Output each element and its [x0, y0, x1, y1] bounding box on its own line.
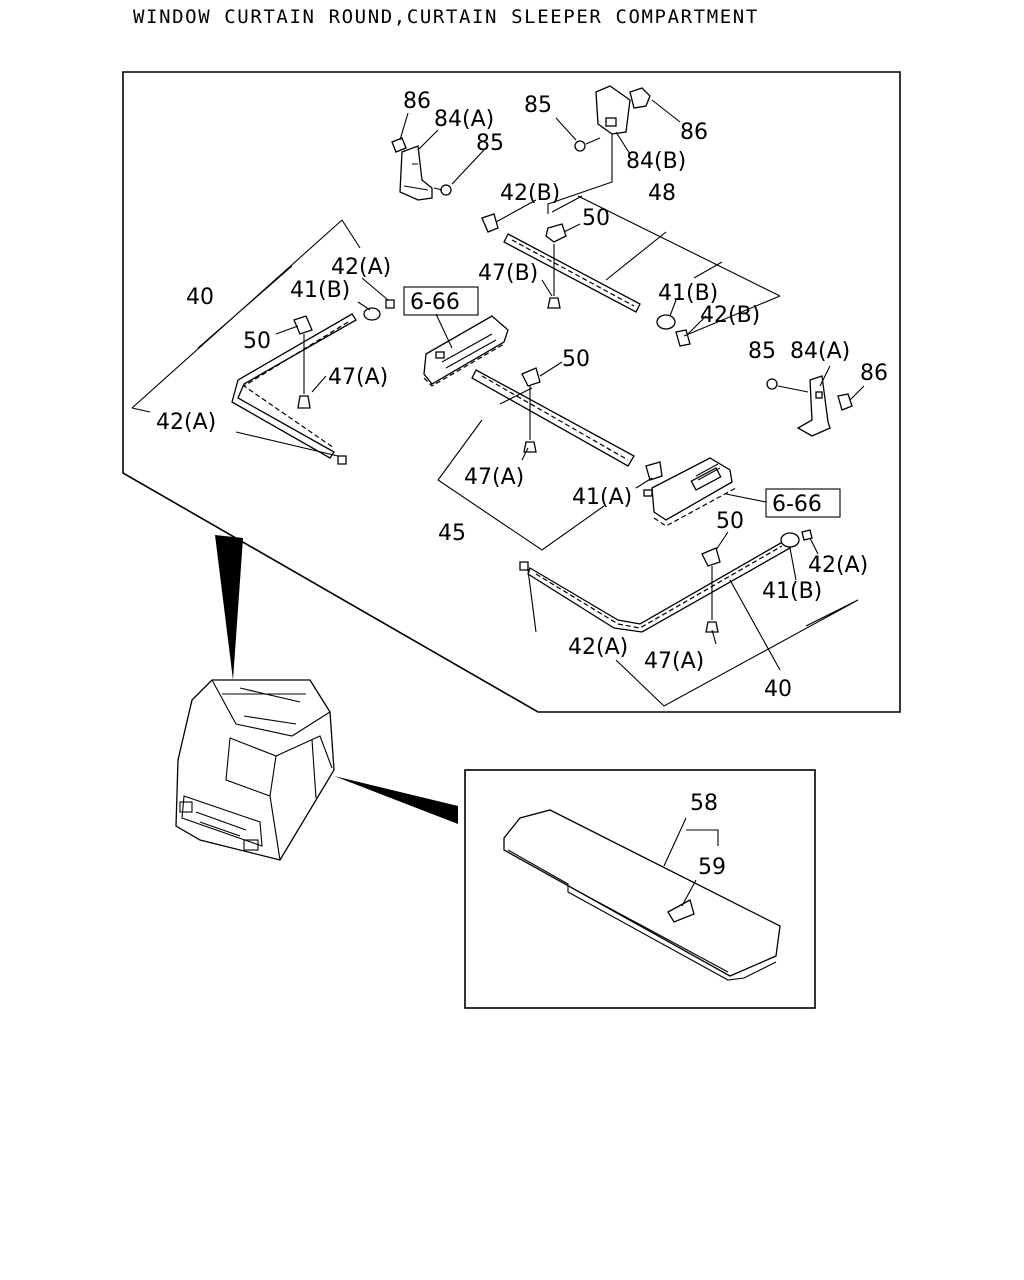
ref-box-6-66-right[interactable]: 6-66	[765, 488, 841, 518]
callout-50: 50	[562, 347, 590, 372]
callout-42b: 42(B)	[500, 181, 560, 206]
rail-48	[481, 213, 691, 347]
rail-40-left	[231, 299, 395, 465]
callout-42b: 42(B)	[700, 303, 760, 328]
callout-47a: 47(A)	[644, 649, 704, 674]
callout-86: 86	[680, 120, 708, 145]
ref-box-6-66-left[interactable]: 6-66	[403, 286, 479, 316]
callout-50: 50	[716, 509, 744, 534]
callout-40: 40	[764, 677, 792, 702]
curtain-panel-frame	[464, 769, 816, 1009]
bracket-84a-left	[391, 137, 452, 201]
ref-label: 6-66	[410, 290, 460, 315]
callout-41b: 41(B)	[658, 281, 718, 306]
callout-40: 40	[186, 285, 214, 310]
callout-85: 85	[476, 131, 504, 156]
callout-59: 59	[698, 855, 726, 880]
rail-45	[471, 367, 663, 481]
curtain-panel-58	[503, 809, 781, 981]
callout-labels: 86 84(A) 85 85 86 84(B) 42(B) 48 50 42(A…	[156, 89, 888, 880]
callout-42a: 42(A)	[331, 255, 391, 280]
callout-85: 85	[748, 339, 776, 364]
callout-47a: 47(A)	[328, 365, 388, 390]
bracket-84a-right	[766, 375, 853, 437]
bracket-84b	[574, 85, 651, 152]
ref-label: 6-66	[772, 492, 822, 517]
callout-84b: 84(B)	[626, 149, 686, 174]
callout-41b: 41(B)	[290, 278, 350, 303]
callout-86: 86	[860, 361, 888, 386]
ref-panel-left	[423, 315, 509, 387]
callout-41a: 41(A)	[572, 485, 632, 510]
callout-47b: 47(B)	[478, 261, 538, 286]
truck-cab-overview	[175, 679, 335, 861]
callout-42a: 42(A)	[156, 410, 216, 435]
callout-47a: 47(A)	[464, 465, 524, 490]
callout-42a: 42(A)	[568, 635, 628, 660]
ref-panel-right	[643, 457, 737, 527]
callout-48: 48	[648, 181, 676, 206]
callout-45: 45	[438, 521, 466, 546]
callout-50: 50	[243, 329, 271, 354]
callout-85: 85	[524, 93, 552, 118]
callout-58: 58	[690, 791, 718, 816]
callout-86: 86	[403, 89, 431, 114]
main-diagram-frame	[122, 71, 901, 713]
callout-84a: 84(A)	[790, 339, 850, 364]
diagram-title: WINDOW CURTAIN ROUND,CURTAIN SLEEPER COM…	[133, 6, 759, 28]
callout-50: 50	[582, 206, 610, 231]
callout-42a: 42(A)	[808, 553, 868, 578]
pointer-wedge-1	[215, 535, 243, 680]
pointer-wedge-2	[334, 776, 458, 824]
callout-41b: 41(B)	[762, 579, 822, 604]
callout-84a: 84(A)	[434, 107, 494, 132]
